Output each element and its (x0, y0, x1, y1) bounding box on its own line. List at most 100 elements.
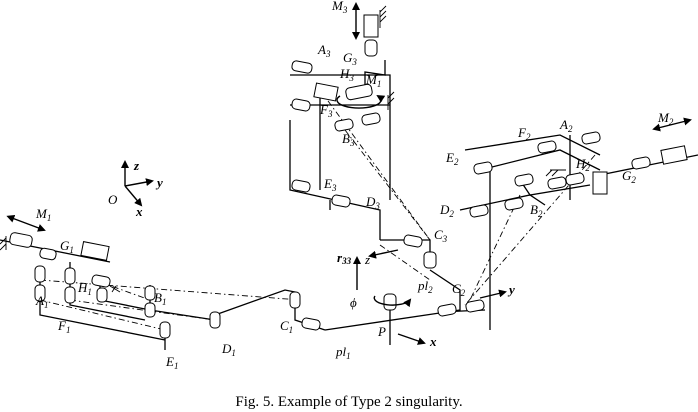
leg3-frame-low (289, 120, 381, 240)
label-e3: E3 (323, 176, 337, 193)
joint-g3 (364, 39, 378, 57)
label-d3: D3 (365, 194, 380, 211)
ground-hatch-m3 (379, 5, 387, 28)
label-f1: F1 (57, 318, 70, 335)
label-h2: H2 (575, 156, 590, 173)
joint-f1-top (64, 267, 76, 285)
dash-line-2 (69, 299, 216, 321)
joint-b3-b (361, 112, 381, 126)
joint-b3-a (334, 118, 354, 132)
arrows (6, 2, 692, 345)
label-platform-y: y (507, 282, 515, 297)
joint-d3 (331, 194, 351, 208)
figure-caption: Fig. 5. Example of Type 2 singularity. (235, 394, 463, 410)
label-m1b: M1 (365, 72, 381, 89)
label-f3: F3 (319, 102, 333, 119)
joint-a1-bottom (34, 284, 46, 302)
joint-f3-a (291, 98, 311, 112)
joint-g1-left (39, 247, 57, 261)
joint-d2 (469, 204, 489, 218)
joint-e3 (291, 179, 311, 193)
m2-arrow (652, 117, 692, 132)
joint-g2-a (631, 156, 651, 170)
joint-f1-bottom (64, 286, 76, 304)
diagram-canvas: M3 A3 G3 H3 M1 F3 B3 E3 D3 C3 M2 F2 A2 E… (0, 0, 698, 371)
ground-hatch-h2 (545, 169, 566, 177)
label-m3: M3 (331, 0, 348, 15)
label-e1: E1 (165, 354, 178, 371)
joint-p (383, 293, 397, 311)
construction-lines (39, 89, 596, 331)
dash-line-3 (39, 299, 166, 331)
joint-a1-top (34, 265, 46, 283)
joint-c1-vert (289, 291, 301, 309)
ground-hatches (0, 5, 566, 293)
joint-d1 (209, 311, 221, 329)
joint-pl2 (423, 251, 437, 269)
label-m2: M2 (657, 110, 674, 127)
label-pl2: pl2 (417, 278, 433, 295)
label-g1: G1 (60, 238, 74, 255)
label-phi: ϕ (350, 295, 357, 310)
frame-x-axis (124, 185, 143, 207)
label-p: P (377, 324, 386, 339)
leg3-frame-top (290, 74, 391, 200)
label-c2: C2 (452, 281, 466, 298)
label-frame-z: z (133, 158, 140, 173)
label-frame-x: x (135, 204, 143, 219)
dash-line-7 (464, 154, 596, 306)
label-b2: B2 (530, 202, 543, 219)
label-d1: D1 (221, 341, 236, 358)
label-c1: C1 (280, 318, 293, 335)
leg2-frame-mid (479, 149, 601, 171)
label-h1: H1 (77, 280, 92, 297)
dash-line-6 (319, 89, 431, 241)
joint-h2-a (547, 176, 567, 190)
joint-e2 (473, 161, 493, 175)
ground-hatch-h3 (387, 91, 395, 110)
ground-hatch-m1 (0, 236, 7, 251)
joint-h1 (91, 274, 111, 288)
dash-line-8 (469, 194, 521, 301)
label-e2: E2 (445, 150, 459, 167)
joint-f3-box (313, 82, 339, 102)
joints (9, 14, 688, 339)
label-a2: A2 (559, 117, 573, 134)
m1b-rotation-arrow (336, 94, 386, 109)
joint-a2-b (581, 131, 601, 145)
phi-rotation-arrow (373, 295, 412, 308)
joint-g2-box (592, 171, 608, 195)
label-r33: r33 (337, 250, 352, 266)
joint-m1-left (9, 232, 33, 248)
joint-h2-b (565, 172, 585, 186)
dash-line-5 (344, 129, 431, 241)
leg3-column (364, 60, 386, 95)
joint-a3 (291, 60, 313, 74)
label-m1: M1 (35, 206, 51, 223)
label-g2: G2 (622, 168, 636, 185)
ground-hatch-h1 (109, 285, 121, 293)
joint-c3 (403, 234, 423, 248)
joint-g1-right (80, 241, 110, 261)
dash-line-1 (39, 279, 301, 301)
label-d2: D2 (439, 202, 454, 219)
dash-line-9 (379, 244, 431, 281)
joint-c1 (301, 317, 321, 331)
leg2-frame-top (464, 134, 601, 156)
label-platform-x: x (429, 334, 437, 349)
joint-a2-a (537, 140, 557, 154)
dash-line-4 (99, 281, 151, 301)
joint-e1 (159, 321, 171, 339)
platform-y-arrow (479, 289, 507, 299)
joint-c2-b (465, 299, 485, 313)
joint-h3 (345, 83, 373, 101)
label-h3: H3 (339, 66, 354, 83)
label-b3: B3 (342, 131, 355, 148)
joint-h1-vert (96, 287, 108, 303)
r33-arrow (368, 249, 399, 259)
joint-b1-bottom (144, 302, 156, 318)
platform-frame (324, 269, 461, 331)
leg1-link-a (39, 268, 166, 341)
label-platform-z: z (364, 252, 370, 267)
